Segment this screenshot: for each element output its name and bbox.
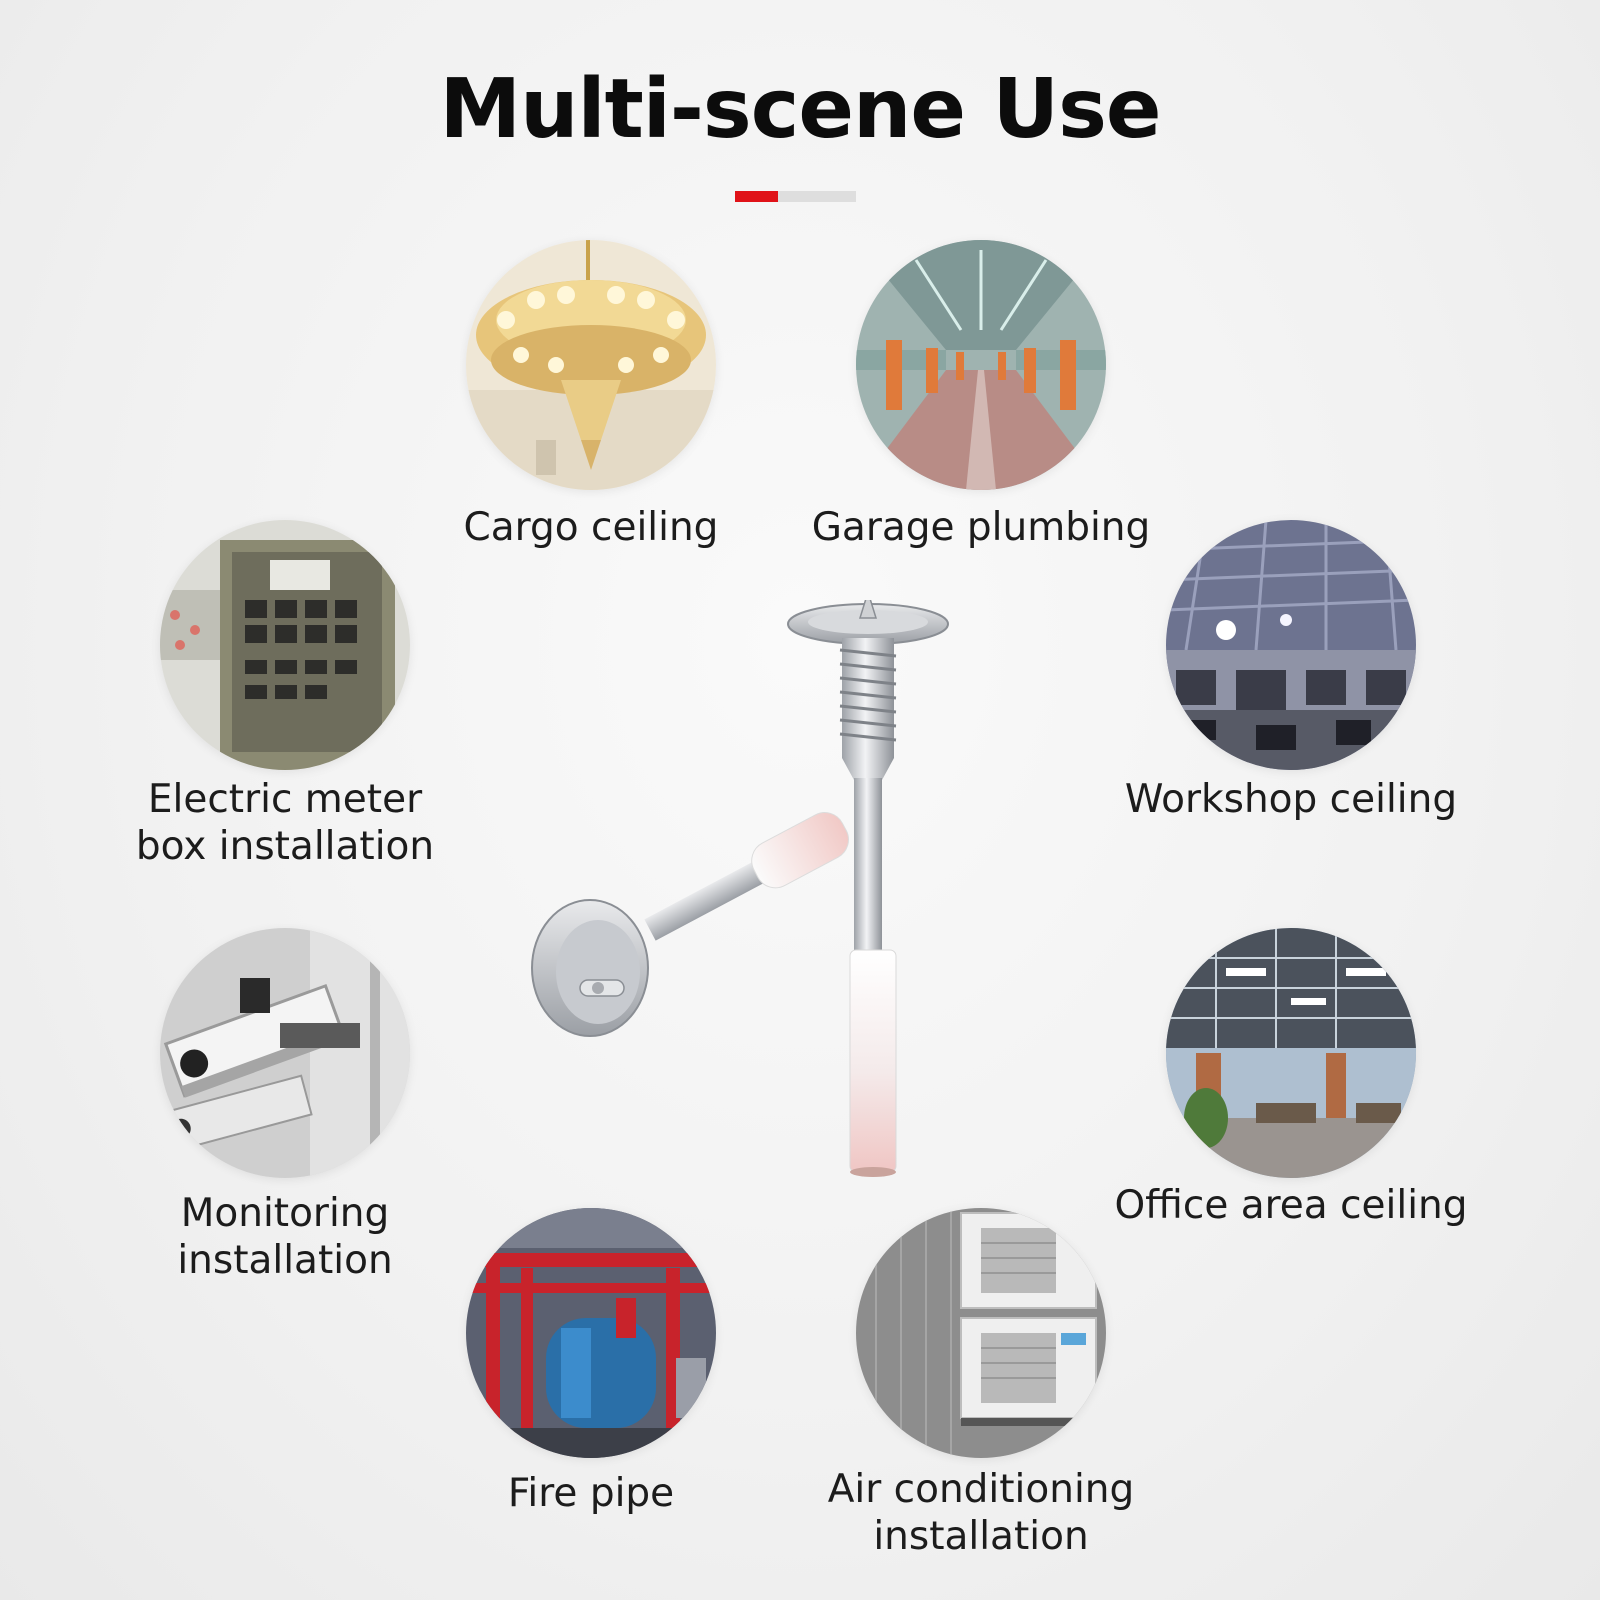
scene-label: Monitoring installation (177, 1191, 393, 1283)
page-title: Multi-scene Use (439, 62, 1162, 157)
scene-label: Fire pipe (507, 1471, 675, 1516)
scene-label: Workshop ceiling (1124, 777, 1458, 822)
security-camera-photo-icon (160, 928, 410, 1178)
air-conditioner-photo-icon (856, 1208, 1106, 1458)
scene-label: Air conditioning installation (827, 1467, 1135, 1559)
scene-label: Cargo ceiling (463, 505, 719, 550)
fire-pipe-photo-icon (466, 1208, 716, 1458)
chandelier-photo-icon (466, 240, 716, 490)
parking-garage-photo-icon (856, 240, 1106, 490)
scene-label: Electric meter box installation (135, 777, 435, 869)
ceiling-nail-anchor-product-icon (520, 589, 1040, 1200)
scene-label: Garage plumbing (811, 505, 1151, 550)
electric-meter-box-photo-icon (160, 520, 410, 770)
office-ceiling-photo-icon (1166, 928, 1416, 1178)
scene-label: Office area ceiling (1114, 1183, 1468, 1228)
title-underline-track (778, 191, 856, 202)
workshop-ceiling-photo-icon (1166, 520, 1416, 770)
title-underline-accent (735, 191, 778, 202)
